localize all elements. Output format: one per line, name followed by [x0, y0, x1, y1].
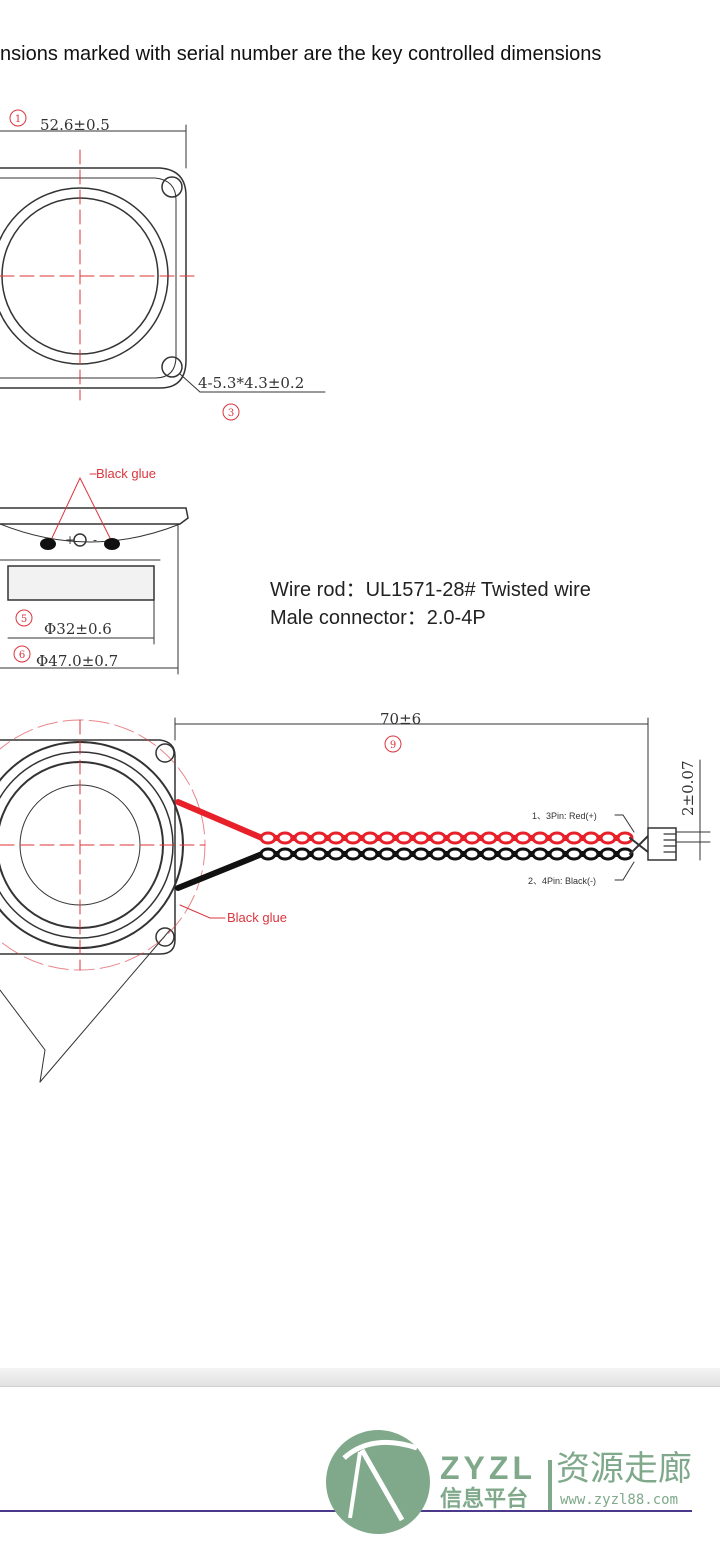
wire-twist — [514, 831, 532, 845]
watermark-url: www.zyzl88.com — [560, 1492, 679, 1508]
pin-black-label: 2、4Pin: Black(-) — [528, 876, 596, 886]
serial-1: 1 — [15, 114, 21, 125]
serial-5: 5 — [21, 614, 27, 625]
serial-6: 6 — [19, 650, 25, 661]
wire-rod-spec: Wire rod：UL1571-28# Twisted wire — [270, 579, 591, 601]
wire-twist — [446, 847, 464, 861]
wire-twist — [497, 831, 515, 845]
top-view — [0, 109, 326, 421]
wire-twist — [531, 831, 549, 845]
wire-twist — [276, 847, 294, 861]
wire-twist — [514, 847, 532, 861]
watermark-name: 资源走廊 — [556, 1450, 692, 1488]
wire-twist — [446, 831, 464, 845]
black-glue-label-2: Black glue — [227, 910, 287, 925]
wire-twist — [293, 831, 311, 845]
wire-twist — [412, 831, 430, 845]
length-dimension: 70±6 — [380, 710, 421, 728]
watermark-brand: ZYZL — [440, 1450, 536, 1486]
wire-twist — [310, 847, 328, 861]
wire-twist — [429, 831, 447, 845]
wire-twist — [378, 831, 396, 845]
wire-twist — [378, 847, 396, 861]
wire-twist — [361, 847, 379, 861]
wire-twist — [276, 831, 294, 845]
wire-twist — [548, 847, 566, 861]
wire-twist — [463, 847, 481, 861]
width-dimension: 52.6±0.5 — [40, 116, 110, 134]
minus-terminal: - — [93, 533, 97, 547]
hole-dimension: 4-5.3*4.3±0.2 — [198, 374, 304, 392]
black-glue-label: Black glue — [96, 466, 156, 481]
wire-twist — [548, 831, 566, 845]
wire-twist — [582, 847, 600, 861]
plus-terminal: + — [65, 533, 75, 547]
wire-twist — [429, 847, 447, 861]
side-view — [0, 473, 189, 675]
wire-twist — [531, 847, 549, 861]
wire-twist — [480, 831, 498, 845]
wire-twist — [565, 831, 583, 845]
wire-twist — [412, 847, 430, 861]
wire-twist — [616, 847, 634, 861]
wire-twist — [582, 831, 600, 845]
diameter-47: Φ47.0±0.7 — [36, 652, 118, 670]
serial-9: 9 — [390, 740, 396, 751]
wire-twist — [259, 847, 277, 861]
wire-twist — [599, 831, 617, 845]
wire-twist — [327, 831, 345, 845]
wire-twist — [599, 847, 617, 861]
wire-twist — [327, 847, 345, 861]
wire-twist — [361, 831, 379, 845]
watermark-subtitle: 信息平台 — [440, 1486, 529, 1511]
wire-twist — [565, 847, 583, 861]
wire-twist — [395, 831, 413, 845]
watermark-separator — [548, 1460, 552, 1510]
diameter-32: Φ32±0.6 — [44, 620, 112, 638]
pitch-dimension: 2±0.07 — [679, 760, 697, 816]
page-heading: nsions marked with serial number are the… — [0, 43, 602, 65]
wire-twist — [259, 831, 277, 845]
serial-3: 3 — [228, 408, 234, 419]
pin-red-label: 1、3Pin: Red(+) — [532, 811, 597, 821]
wire-view — [0, 717, 711, 1083]
watermark-logo-icon — [326, 1430, 430, 1534]
connector — [647, 827, 677, 861]
wire-twist — [616, 831, 634, 845]
wire-twist — [310, 831, 328, 845]
wire-twist — [344, 831, 362, 845]
wire-twist — [344, 847, 362, 861]
connector-spec: Male connector：2.0-4P — [270, 607, 486, 629]
technical-drawing: 1 52.6±0.5 4-5.3*4.3±0.2 3 + - Black glu… — [0, 109, 711, 1083]
page-divider — [0, 1368, 720, 1387]
wire-twist — [463, 831, 481, 845]
wire-twist — [395, 847, 413, 861]
wire-twist — [480, 847, 498, 861]
wire-twist — [293, 847, 311, 861]
wire-twist — [497, 847, 515, 861]
document-page: nsions marked with serial number are the… — [0, 43, 711, 1083]
